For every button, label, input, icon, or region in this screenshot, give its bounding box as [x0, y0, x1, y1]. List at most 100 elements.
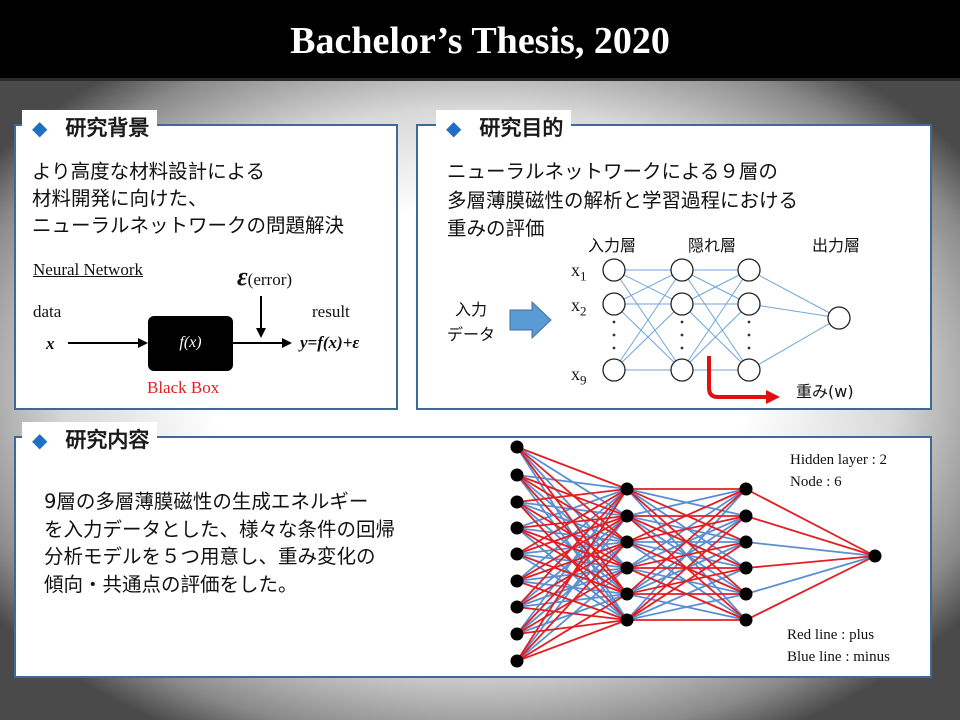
positive-weight-line: [745, 555, 876, 569]
purpose-line-1: ニューラルネットワークによる９層の: [447, 160, 778, 183]
ellipsis-dot: [747, 333, 751, 337]
positive-weight-line: [516, 488, 628, 662]
output-layer-label: 出力層: [812, 236, 861, 255]
background-heading-tag: ◆研究背景: [22, 110, 158, 146]
negative-weight-line: [745, 555, 876, 595]
network-node: [510, 547, 524, 561]
purpose-line-3: 重みの評価: [447, 217, 545, 240]
weight-arrow-head: [766, 390, 780, 404]
ellipsis-dot: [612, 346, 616, 350]
connection-line: [748, 317, 840, 371]
error-label: ε(error): [237, 262, 293, 291]
input-data-arrow: [509, 300, 552, 340]
network-node: [868, 549, 882, 563]
network-node: [510, 521, 524, 535]
background-line-2: 材料開発に向けた、: [32, 187, 208, 210]
background-line-3: ニューラルネットワークの問題解決: [32, 214, 345, 237]
neuron-node: [670, 258, 694, 282]
slide-title: Bachelor’s Thesis, 2020: [290, 20, 670, 62]
background-heading: 研究背景: [65, 116, 150, 140]
purpose-line-2: 多層薄膜磁性の解析と学習過程における: [447, 189, 799, 212]
positive-weight-line: [626, 541, 747, 621]
network-node: [739, 613, 753, 627]
purpose-heading-tag: ◆研究目的: [436, 110, 572, 146]
neuron-node: [602, 258, 626, 282]
content-heading: 研究内容: [65, 428, 150, 452]
neuron-node: [737, 258, 761, 282]
black-box-diagram: [68, 296, 292, 348]
error-arrow-head: [256, 328, 266, 338]
input-variable: x: [46, 334, 55, 353]
positive-weight-line: [516, 488, 628, 608]
positive-weight-line: [626, 515, 747, 543]
connection-line: [613, 269, 683, 305]
network-node: [510, 574, 524, 588]
x9-label: x9: [571, 364, 587, 388]
function-label: f(x): [179, 334, 202, 351]
blue-line-legend: Blue line : minus: [787, 649, 890, 665]
positive-weight-line: [516, 593, 628, 662]
negative-weight-line: [745, 541, 876, 557]
neuron-node: [737, 292, 761, 316]
hidden-layer-text: Hidden layer : 2: [790, 452, 888, 468]
content-panel: [14, 436, 932, 678]
result-label: result: [312, 302, 350, 321]
positive-weight-line: [516, 488, 628, 503]
connection-line: [681, 303, 750, 371]
connection-line: [681, 269, 750, 305]
output-expression: y=f(x)+ε: [300, 333, 360, 352]
black-box: [148, 316, 233, 371]
positive-weight-line: [626, 488, 747, 543]
diamond-bullet-icon: ◆: [32, 428, 48, 452]
small-network-diagram: [602, 258, 851, 382]
content-line-4: 傾向・共通点の評価をした。: [44, 573, 298, 596]
black-box-label: Black Box: [147, 378, 220, 397]
neuron-node: [602, 358, 626, 382]
network-node: [510, 600, 524, 614]
network-node: [739, 482, 753, 496]
network-node: [620, 561, 634, 575]
node-text: Node : 6: [790, 474, 842, 490]
network-node: [620, 587, 634, 601]
positive-weight-line: [516, 474, 628, 543]
nn-caption: Neural Network: [33, 260, 143, 279]
background-line-1: より高度な材料設計による: [32, 160, 266, 183]
ellipsis-dot: [680, 346, 684, 350]
positive-weight-line: [745, 555, 876, 621]
connection-line: [748, 269, 840, 319]
input-data-label-2: データ: [447, 325, 496, 344]
data-label: data: [33, 302, 62, 321]
positive-weight-line: [516, 541, 628, 582]
content-line-1: 9層の多層薄膜磁性の生成エネルギー: [44, 490, 369, 513]
positive-weight-line: [745, 515, 876, 557]
ellipsis-dot: [612, 320, 616, 324]
network-node: [510, 440, 524, 454]
positive-weight-line: [516, 515, 628, 555]
network-node: [510, 468, 524, 482]
network-node: [510, 495, 524, 509]
x1-label: x1: [571, 260, 587, 284]
positive-weight-line: [745, 488, 876, 557]
title-bar: Bachelor’s Thesis, 2020: [0, 0, 960, 81]
content-line-2: を入力データとした、様々な条件の回帰: [44, 518, 396, 541]
negative-weight-line: [626, 488, 747, 517]
network-node: [739, 509, 753, 523]
diamond-bullet-icon: ◆: [446, 116, 462, 140]
connection-line: [613, 269, 683, 371]
neuron-node: [602, 292, 626, 316]
red-line-legend: Red line : plus: [787, 627, 875, 643]
weight-arrow: [707, 356, 768, 399]
epsilon-symbol: ε: [237, 262, 248, 291]
network-node: [739, 587, 753, 601]
network-node: [620, 482, 634, 496]
content-line-3: 分析モデルを５つ用意し、重み変化の: [44, 545, 376, 568]
network-node: [739, 561, 753, 575]
ellipsis-dot: [612, 333, 616, 337]
network-node: [620, 509, 634, 523]
positive-weight-line: [516, 446, 628, 490]
negative-weight-line: [516, 474, 628, 490]
weight-label: 重み(w): [796, 382, 854, 401]
positive-weight-line: [626, 541, 747, 569]
ellipsis-dot: [747, 346, 751, 350]
